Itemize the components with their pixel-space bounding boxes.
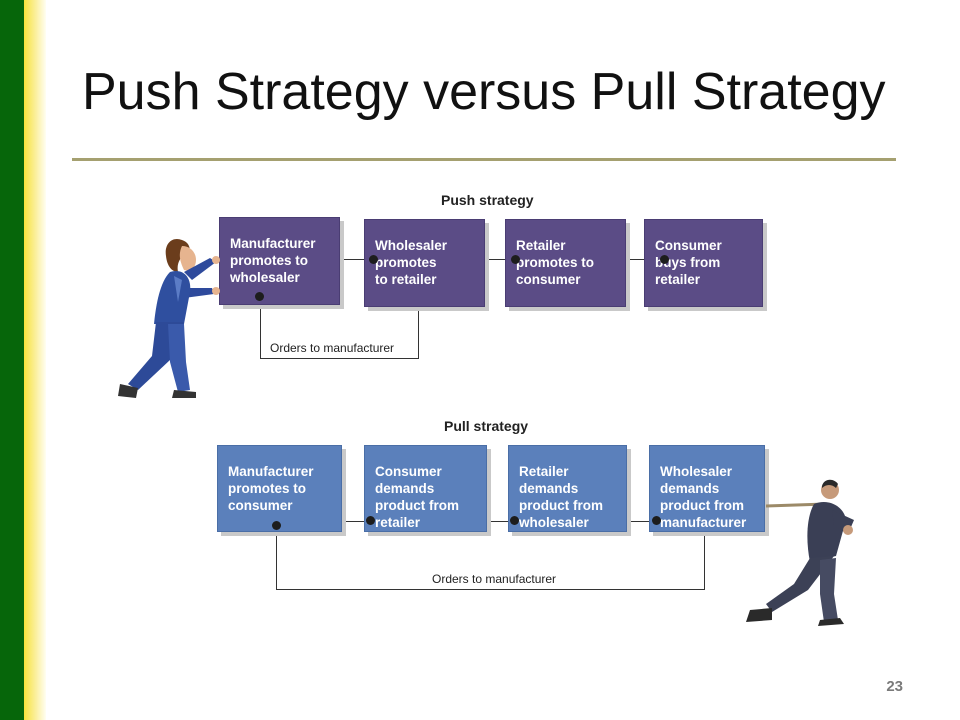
pull-dot-3 [652,516,661,525]
title-rule [72,158,896,161]
push-orders-line-left [260,297,261,358]
pull-dot-2 [510,516,519,525]
push-box-label: Wholesaler promotes to retailer [375,238,448,287]
push-connector-2 [485,259,505,260]
pull-box-label: Retailer demands product from wholesaler [519,464,603,530]
pull-box-manufacturer: Manufacturer promotes to consumer [217,445,342,532]
push-box-label: Manufacturer promotes to wholesaler [230,236,316,285]
pull-box-retailer: Retailer demands product from wholesaler [508,445,627,532]
push-dot-2 [511,255,520,264]
pull-box-wholesaler: Wholesaler demands product from manufact… [649,445,765,532]
pull-heading: Pull strategy [444,418,529,434]
left-band-yellow [24,0,46,720]
pull-orders-line-left [276,526,277,589]
pull-orders-line-bottom [276,589,705,590]
pull-orders-label: Orders to manufacturer [428,572,561,586]
slide-title: Push Strategy versus Pull Strategy [82,63,886,121]
push-orders-line-bottom [260,358,419,359]
push-orders-label: Orders to manufacturer [266,341,399,355]
push-box-retailer: Retailer promotes to consumer [505,219,626,307]
push-heading: Push strategy [441,192,534,208]
man-pulling-rope-figure [746,479,854,626]
pull-dot-orders [272,521,281,530]
push-box-manufacturer: Manufacturer promotes to wholesaler [219,217,340,305]
push-dot-3 [660,255,669,264]
woman-pushing-figure [118,238,220,398]
pull-dot-1 [366,516,375,525]
push-connector-3 [626,259,644,260]
push-box-wholesaler: Wholesaler promotes to retailer [364,219,485,307]
pull-box-label: Wholesaler demands product from manufact… [660,464,747,530]
pull-box-label: Consumer demands product from retailer [375,464,459,530]
push-box-label: Consumer buys from retailer [655,238,722,287]
pull-connector-2 [487,521,508,522]
page-number: 23 [886,678,903,695]
push-dot-orders [255,292,264,301]
pull-box-consumer: Consumer demands product from retailer [364,445,487,532]
pull-orders-line-right [704,532,705,589]
pull-connector-1 [342,521,364,522]
push-dot-1 [369,255,378,264]
pull-box-label: Manufacturer promotes to consumer [228,464,314,513]
left-band-green [0,0,24,720]
pull-connector-3 [627,521,649,522]
push-box-label: Retailer promotes to consumer [516,238,595,287]
push-connector-1 [340,259,364,260]
push-orders-line-right [418,306,419,358]
